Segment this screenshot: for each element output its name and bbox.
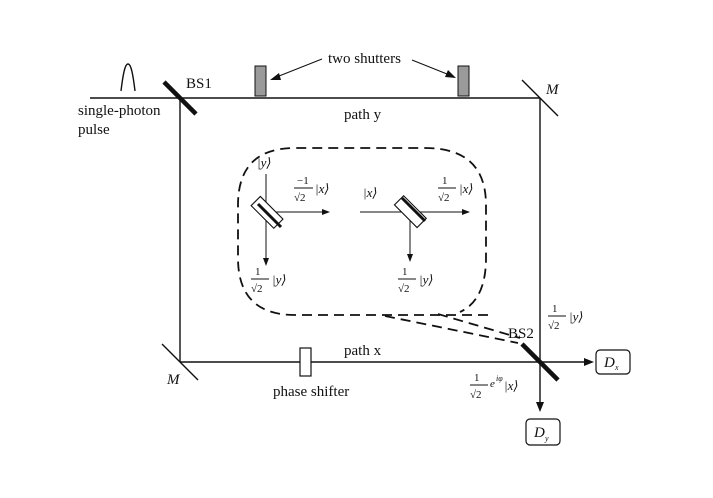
svg-text:iφ: iφ — [496, 374, 503, 383]
svg-text:√2: √2 — [548, 320, 560, 332]
svg-text:√2: √2 — [251, 283, 263, 295]
svg-text:−1: −1 — [297, 175, 309, 187]
output-y-arrowhead — [536, 402, 544, 412]
callout-pointer-2 — [437, 313, 521, 339]
detector-x — [595, 349, 631, 375]
path-y-label: path y — [344, 107, 382, 123]
detector-x-sub: x — [614, 363, 619, 372]
source-label-line2: pulse — [78, 122, 110, 138]
svg-text:1: 1 — [255, 266, 261, 278]
bs2-beam-splitter — [520, 342, 560, 382]
svg-text:1: 1 — [474, 372, 480, 384]
path-x-label: path x — [344, 343, 382, 359]
svg-text:√2: √2 — [438, 192, 450, 204]
svg-text:1: 1 — [402, 266, 408, 278]
photon-pulse-icon — [120, 63, 136, 92]
bs1-label: BS1 — [186, 76, 212, 92]
svg-text:|y⟩: |y⟩ — [569, 309, 583, 324]
callout-pointer-1 — [384, 315, 519, 344]
phase-shifter-label: phase shifter — [273, 384, 349, 400]
svg-text:|x⟩: |x⟩ — [504, 378, 518, 393]
svg-text:|y⟩: |y⟩ — [272, 272, 286, 287]
shutter-right — [457, 65, 470, 97]
svg-text:|y⟩: |y⟩ — [257, 155, 271, 170]
detector-y-sub: y — [544, 434, 549, 443]
mirror-top-right — [521, 79, 559, 117]
shutter-arrow-right-head — [445, 70, 456, 78]
source-label-line1: single-photon — [78, 103, 161, 119]
svg-text:|y⟩: |y⟩ — [419, 272, 433, 287]
svg-text:|x⟩: |x⟩ — [459, 181, 473, 196]
output-x-amplitude: 1 √2 e iφ |x⟩ — [470, 372, 518, 401]
mirror-bottom-left-label: M — [166, 372, 181, 388]
shutter-left — [254, 65, 267, 97]
shutter-arrow-left — [273, 58, 323, 79]
svg-text:√2: √2 — [398, 283, 410, 295]
inset-callout — [237, 147, 488, 316]
output-y-amplitude: 1 √2 |y⟩ — [548, 303, 583, 332]
shutters-label: two shutters — [328, 51, 401, 67]
shutter-arrow-right — [411, 59, 453, 77]
detector-y-label: D — [533, 425, 545, 441]
svg-text:√2: √2 — [294, 192, 306, 204]
mirror-top-right-label: M — [545, 82, 560, 98]
mirror-bottom-left — [161, 343, 199, 381]
svg-text:|x⟩: |x⟩ — [315, 181, 329, 196]
svg-text:e: e — [490, 378, 495, 390]
inset-right-splitter: |x⟩ 1 √2 |x⟩ 1 √2 |y⟩ — [360, 175, 473, 295]
phase-shifter — [299, 347, 312, 377]
svg-text:1: 1 — [552, 303, 558, 315]
svg-text:|x⟩: |x⟩ — [363, 185, 377, 200]
inset-left-splitter: |y⟩ −1 √2 |x⟩ 1 √2 |y⟩ — [250, 155, 330, 295]
bs2-label: BS2 — [508, 326, 534, 342]
output-x-arrowhead — [584, 358, 594, 366]
detector-y — [525, 418, 561, 446]
shutter-arrow-left-head — [270, 73, 281, 80]
bs1-beam-splitter — [162, 80, 198, 116]
detector-x-label: D — [603, 355, 615, 371]
svg-text:1: 1 — [442, 175, 448, 187]
svg-text:√2: √2 — [470, 389, 482, 401]
